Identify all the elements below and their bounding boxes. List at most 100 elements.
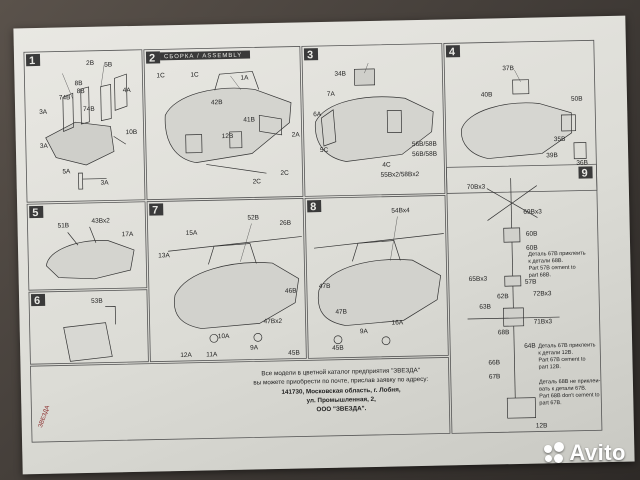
label: 70Bx3 — [467, 184, 486, 191]
label: 5A — [62, 168, 71, 175]
label: 47Bx2 — [264, 318, 283, 325]
label: 62B — [497, 293, 509, 300]
footer-line-4: ул. Промышленная, 2, — [307, 396, 377, 404]
label: 5B — [104, 61, 112, 68]
panel-step-2 — [143, 46, 304, 201]
step-number-9: 9 — [581, 167, 587, 179]
labels-step-5: 51B 43Bx2 17A — [57, 217, 134, 238]
label: 12B — [536, 422, 548, 429]
label: 60B — [526, 231, 538, 238]
label: 13A — [158, 252, 170, 259]
helicopter-line-art — [45, 68, 587, 419]
footer-address: Все модели в цветной каталог предприятия… — [253, 366, 428, 413]
label: 39B — [546, 152, 558, 159]
panel-step-6 — [28, 289, 149, 365]
avito-logo-icon — [543, 442, 565, 464]
label: 74B — [59, 94, 71, 101]
label: 52B — [247, 214, 259, 221]
footer-line-3: 141730, Московская область, г. Лобня, — [281, 385, 401, 395]
labels-step-3: 34B 7A 6A 5C 56B/58B 56B/58B 4C 55Bx2/58… — [313, 71, 437, 179]
labels-step-1: 8B 2B 5B 4A 8B 74B 3A 74B 10B 3A 5A 3A — [39, 60, 138, 187]
label: 26B — [279, 220, 291, 227]
label: 47B — [335, 309, 347, 316]
label: 37B — [502, 65, 514, 72]
label: 16A — [392, 319, 404, 326]
stamp-text: ЗВЕЗДА — [38, 405, 51, 429]
note-line: Деталь 67В приклеить — [528, 251, 586, 258]
label: 4A — [123, 87, 132, 94]
panel-step-1 — [23, 49, 146, 203]
step-number-1: 1 — [29, 55, 35, 67]
label: 40B — [481, 91, 493, 98]
label: 9A — [250, 344, 259, 351]
label: 1C — [156, 72, 165, 79]
label: 3A — [40, 143, 49, 150]
label: 45B — [332, 345, 344, 352]
note-line: к детали 68В. — [528, 258, 563, 265]
panel-step-4 — [443, 39, 598, 194]
footer-line-5: ООО "ЗВЕЗДА". — [316, 405, 366, 413]
footer-line-1: Все модели в цветной каталог предприятия… — [261, 366, 420, 377]
label: 57B — [525, 279, 537, 286]
label: 2C — [280, 170, 289, 177]
label: 1C — [190, 72, 199, 79]
label: 15A — [186, 230, 198, 237]
leader-lines — [62, 62, 521, 262]
label: 54Bx4 — [391, 207, 410, 214]
label: 56B/58B — [412, 151, 437, 159]
label: 71Bx3 — [534, 318, 553, 325]
label: 60B — [526, 245, 538, 252]
note-line: part 67B. — [539, 400, 562, 406]
panel-step-8 — [304, 195, 449, 359]
label: 2B — [86, 60, 94, 67]
labels-step-2: 1C 1C 42B 1A 41B 2A 12B 2C 2C — [156, 72, 300, 186]
header-title: СБОРКА / ASSEMBLY — [164, 53, 242, 61]
panel-step-5 — [26, 201, 148, 291]
panel-step-7 — [146, 198, 307, 363]
label: 43Bx2 — [91, 217, 110, 224]
label: 3A — [101, 179, 110, 186]
step-number-7: 7 — [152, 204, 158, 216]
note-line: вать к детали 67В. — [539, 386, 587, 393]
label: 55Bx2/58Bx2 — [380, 171, 419, 179]
label: 8B — [77, 88, 85, 95]
footer-line-2: вы можете приобрести по почте, прислав з… — [253, 375, 428, 387]
label: 36B — [576, 159, 588, 166]
label: 1A — [240, 75, 249, 82]
label: 64B — [524, 343, 536, 350]
label: 68B — [498, 329, 510, 336]
avito-watermark-text: Avito — [569, 440, 626, 465]
note-line: part 68B. — [529, 272, 552, 278]
label: 67B — [489, 373, 501, 380]
label: 47B — [319, 283, 331, 290]
note-line: Part 57B cement to — [528, 265, 575, 272]
panel-footer — [30, 357, 451, 443]
label: 74B — [83, 106, 95, 113]
label: 53B — [91, 298, 103, 305]
label: 17A — [122, 231, 134, 238]
step-number-5: 5 — [32, 207, 38, 219]
panel-step-9 — [445, 163, 603, 434]
notes-step-9: Деталь 67В приклеить к детали 68В. Part … — [528, 251, 600, 407]
label: 51B — [57, 222, 69, 229]
label: 12A — [180, 352, 192, 359]
label: 7A — [327, 91, 336, 98]
label: 12B — [222, 133, 234, 140]
label: 4C — [382, 162, 391, 169]
label: 35B — [554, 136, 566, 143]
labels-step-8: 54Bx4 47B 47B 16A 9A 45B — [319, 207, 410, 352]
assembly-diagram: 1 2 СБОРКА / ASSEMBLY 3 4 5 6 7 8 9 — [23, 39, 603, 443]
panel-step-3 — [301, 43, 446, 197]
label: 10B — [126, 129, 138, 136]
label: 10A — [218, 333, 230, 340]
note-line: к детали 12В. — [538, 350, 573, 357]
label: 66B — [488, 359, 500, 366]
label: 3A — [39, 109, 48, 116]
label: 65Bx3 — [469, 276, 488, 283]
label: 46B — [285, 288, 297, 295]
label: 42B — [211, 99, 223, 106]
labels-step-6: 53B — [91, 298, 103, 305]
note-line: Деталь 67В приклеить — [538, 342, 596, 349]
labels-step-4: 37B 40B 50B 35B 39B 36B — [481, 65, 588, 167]
label: 34B — [334, 71, 346, 78]
